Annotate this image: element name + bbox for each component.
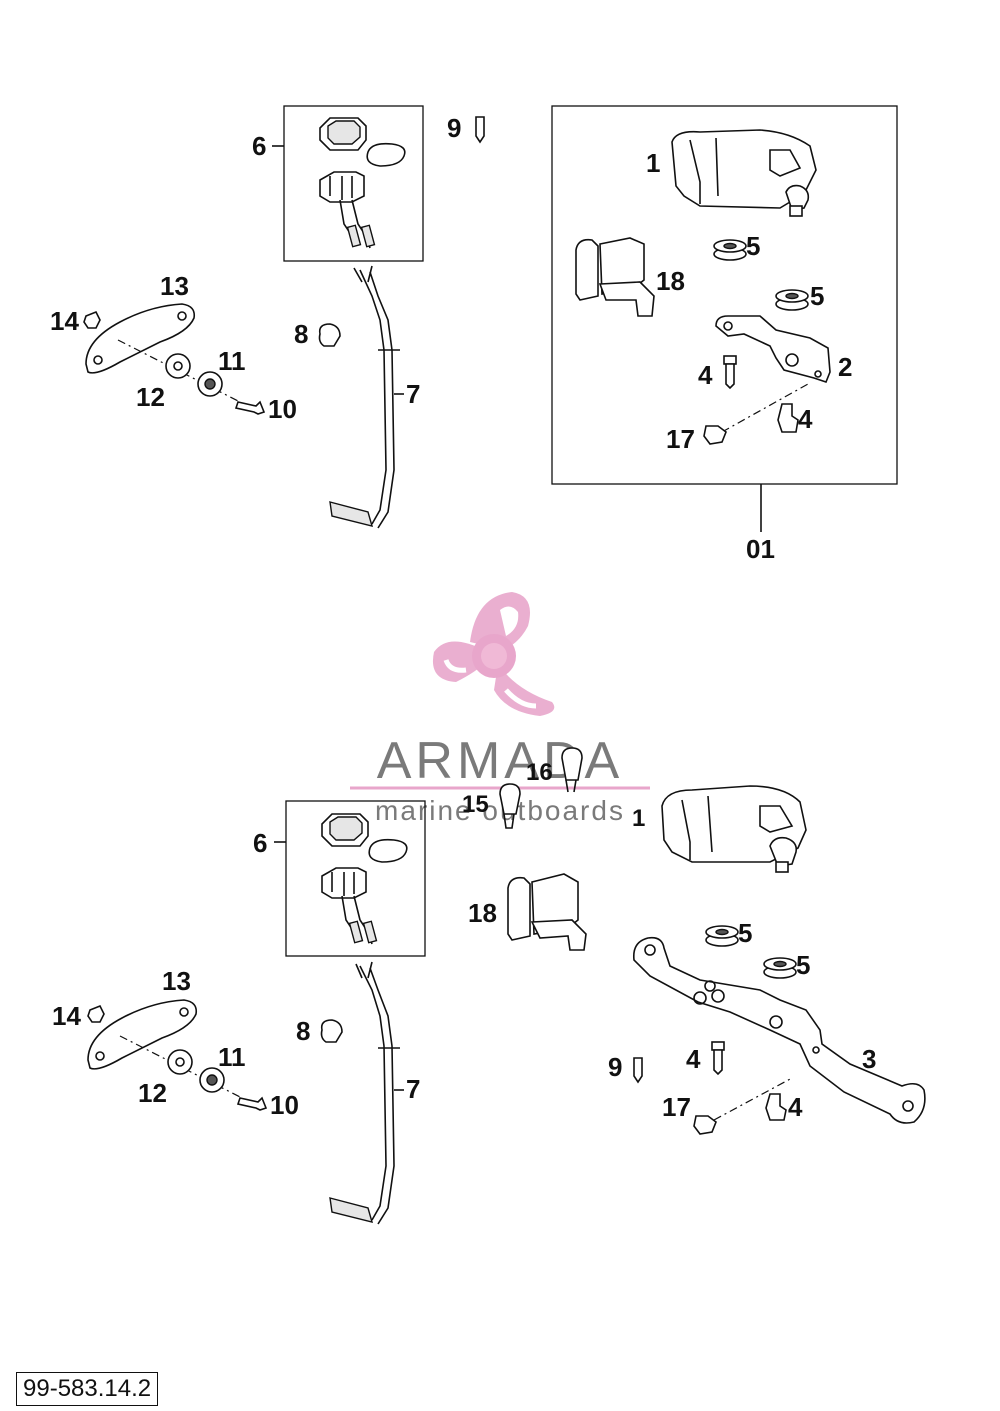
bottom-pin-9[interactable]: 9 (608, 1052, 643, 1084)
top-screw-10[interactable]: 10 (234, 394, 297, 424)
bottom-mount-plate-13[interactable]: 13 (87, 966, 247, 1101)
top-nut-14[interactable]: 14 (50, 306, 101, 336)
bottom-grommet-5b[interactable]: 5 (763, 950, 810, 980)
bottom-plug-16[interactable]: 16 (526, 747, 583, 793)
label-11-bottom: 11 (218, 1042, 246, 1072)
bottom-bolt-17[interactable]: 17 (662, 1077, 793, 1135)
top-grommet-5a[interactable]: 5 (713, 231, 760, 261)
top-mount-plate-13[interactable]: 13 (85, 271, 245, 405)
label-16: 16 (526, 759, 553, 786)
label-10-bottom: 10 (270, 1090, 299, 1120)
bottom-housing-1[interactable]: 1 (632, 785, 807, 873)
label-7: 7 (406, 379, 420, 409)
bottom-bushing-11[interactable]: 11 (199, 1042, 246, 1093)
label-3: 3 (862, 1044, 876, 1074)
label-11: 11 (218, 346, 246, 376)
label-7-bottom: 7 (406, 1074, 420, 1104)
label-14: 14 (50, 306, 79, 336)
top-bolt-17[interactable]: 17 (666, 383, 809, 454)
bottom-switch-assembly[interactable]: 6 (253, 800, 426, 957)
label-18-bottom: 18 (468, 898, 497, 928)
label-8: 8 (294, 319, 308, 349)
label-15: 15 (462, 791, 489, 818)
bottom-nut-14[interactable]: 14 (52, 1001, 105, 1031)
diagram-code: 99-583.14.2 (16, 1372, 159, 1406)
label-5b: 5 (810, 281, 824, 311)
bottom-coil-18[interactable]: 18 (468, 873, 587, 951)
top-cable-7[interactable]: 7 (329, 265, 420, 529)
bottom-cable-7[interactable]: 7 (329, 961, 420, 1225)
label-17-bottom: 17 (662, 1092, 691, 1122)
top-group: 6 9 7 8 13 (50, 105, 898, 564)
label-10: 10 (268, 394, 297, 424)
top-grommet-5b[interactable]: 5 (775, 281, 824, 311)
bottom-bracket-3[interactable]: 3 (632, 936, 926, 1124)
label-13-bottom: 13 (162, 966, 191, 996)
bottom-grommet-5a[interactable]: 5 (705, 918, 752, 948)
top-kit-box-01[interactable]: 01 1 5 5 (551, 105, 898, 564)
label-18: 18 (656, 266, 685, 296)
label-17: 17 (666, 424, 695, 454)
label-5a: 5 (746, 231, 760, 261)
top-screw-4a[interactable]: 4 (698, 355, 737, 390)
label-6: 6 (252, 131, 266, 161)
brand-tagline: marine outboards (375, 795, 625, 826)
label-8-bottom: 8 (296, 1016, 310, 1046)
label-5a-bottom: 5 (738, 918, 752, 948)
top-coil-18[interactable]: 18 (575, 237, 685, 317)
label-5b-bottom: 5 (796, 950, 810, 980)
bottom-screw-4b[interactable]: 4 (765, 1092, 803, 1122)
bottom-clip-8[interactable]: 8 (296, 1016, 343, 1046)
label-6-bottom: 6 (253, 828, 267, 858)
bottom-screw-4a[interactable]: 4 (686, 1041, 725, 1076)
armada-watermark: ARMADA marine outboards (350, 592, 650, 826)
bottom-washer-12[interactable]: 12 (138, 1049, 193, 1108)
label-1-bottom: 1 (632, 805, 645, 832)
label-4b-bottom: 4 (788, 1092, 803, 1122)
top-clip-8[interactable]: 8 (294, 319, 341, 349)
label-9: 9 (447, 113, 461, 143)
label-9-bottom: 9 (608, 1052, 622, 1082)
top-housing-1[interactable]: 1 (646, 129, 817, 217)
label-4a-bottom: 4 (686, 1044, 701, 1074)
top-bushing-11[interactable]: 11 (197, 346, 246, 397)
label-13: 13 (160, 271, 189, 301)
label-4b: 4 (798, 404, 813, 434)
label-14-bottom: 14 (52, 1001, 81, 1031)
label-2: 2 (838, 352, 852, 382)
top-pin-9[interactable]: 9 (447, 113, 485, 144)
brand-name: ARMADA (377, 732, 623, 790)
bottom-plug-15[interactable]: 15 (462, 783, 521, 829)
bottom-group: 6 7 8 13 14 (52, 747, 926, 1225)
top-bracket-2[interactable]: 2 (715, 315, 852, 383)
label-4a: 4 (698, 360, 713, 390)
top-switch-assembly[interactable]: 6 (252, 105, 424, 262)
label-12: 12 (136, 382, 165, 412)
label-12-bottom: 12 (138, 1078, 167, 1108)
top-screw-4b[interactable]: 4 (777, 403, 813, 434)
label-01: 01 (746, 534, 775, 564)
bottom-screw-10[interactable]: 10 (236, 1090, 299, 1120)
propeller-logo-icon (432, 592, 555, 716)
top-washer-12[interactable]: 12 (136, 353, 191, 412)
label-1: 1 (646, 148, 660, 178)
